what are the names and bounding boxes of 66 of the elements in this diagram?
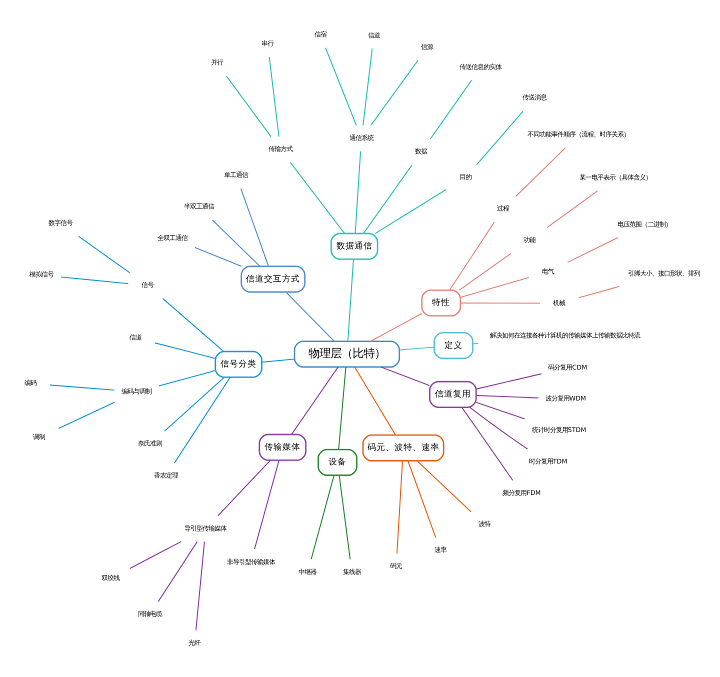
connector — [174, 376, 231, 463]
connector — [78, 235, 130, 273]
connector — [416, 460, 472, 512]
node-box: 定义 — [434, 332, 474, 359]
node-box: 信道复用 — [429, 380, 477, 408]
connector — [130, 540, 182, 568]
connector — [262, 358, 294, 362]
connector — [194, 246, 242, 266]
connector — [60, 276, 128, 284]
connector — [58, 401, 115, 429]
connector — [154, 342, 216, 358]
connector — [461, 406, 514, 480]
connector — [158, 370, 216, 386]
node-box: 码元、波特、速率 — [362, 434, 444, 461]
connector — [240, 188, 269, 266]
connector — [285, 291, 334, 341]
connector — [50, 384, 115, 390]
node-box: 数据通信 — [330, 232, 378, 260]
connector — [162, 298, 224, 352]
connector — [370, 60, 418, 126]
connector — [460, 276, 529, 298]
connector — [354, 366, 396, 435]
connector — [516, 147, 566, 196]
connector — [338, 474, 351, 559]
connector — [476, 394, 538, 398]
connector — [546, 190, 598, 228]
connector — [363, 164, 412, 234]
connector — [430, 79, 472, 139]
connector — [195, 541, 206, 630]
connector — [449, 221, 495, 290]
connector — [347, 258, 354, 341]
connector — [212, 219, 260, 266]
connector — [374, 188, 446, 234]
connector — [290, 162, 345, 234]
connector — [291, 366, 338, 434]
connector — [354, 150, 362, 233]
connector — [218, 459, 271, 516]
connector — [158, 540, 198, 602]
connector — [578, 285, 620, 298]
node-box: 传输媒体 — [258, 433, 306, 460]
connector — [370, 312, 422, 342]
node-box: 特性 — [421, 288, 462, 316]
connector — [338, 366, 346, 449]
connector — [380, 366, 430, 386]
node-box: 物理层（比特） — [294, 340, 400, 368]
connector — [396, 460, 404, 554]
connector — [164, 376, 225, 432]
connector — [476, 372, 542, 390]
connector — [476, 110, 524, 165]
connector — [460, 302, 540, 304]
connector — [310, 474, 334, 559]
connector — [400, 346, 434, 350]
connector — [476, 401, 525, 419]
node-box: 设备 — [318, 448, 358, 476]
connector — [472, 342, 478, 344]
connector — [254, 460, 280, 549]
connector — [325, 47, 357, 126]
connector — [408, 460, 436, 538]
connector — [470, 406, 528, 449]
connector — [226, 75, 272, 136]
connector — [459, 252, 512, 290]
node-box: 信号分类 — [214, 350, 262, 378]
node-box: 信道交互方式 — [240, 265, 306, 292]
connector — [362, 48, 373, 125]
connector — [567, 236, 618, 262]
connector — [268, 56, 280, 136]
